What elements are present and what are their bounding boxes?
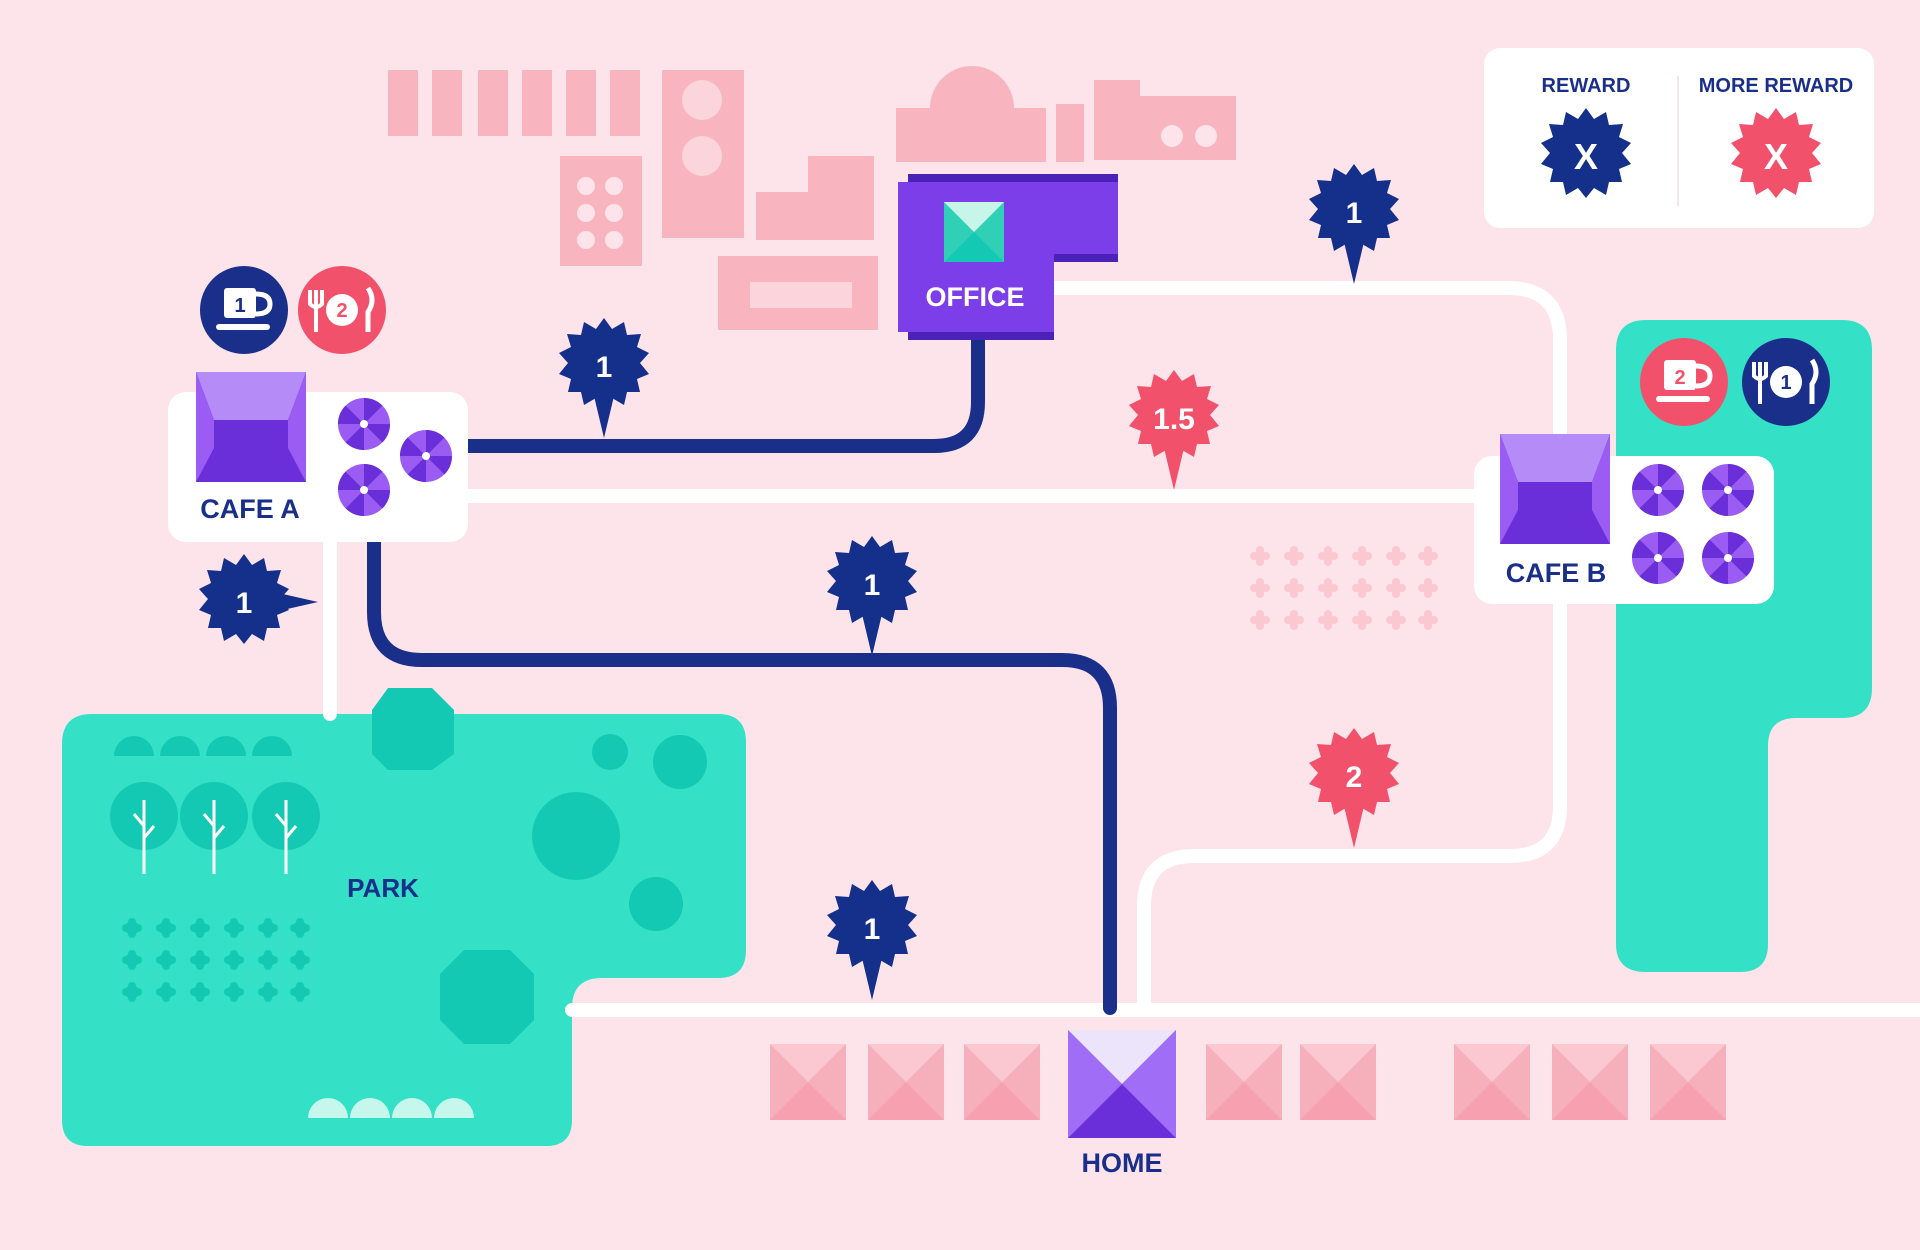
plate-cutlery-icon [308,286,375,332]
legend-more-reward-badge: X [1731,108,1821,198]
cafe-a: CAFE A [168,372,468,542]
city-blocks [388,66,1236,330]
marker-park-to-home: 1 [827,880,917,1000]
cafe-a-label: CAFE A [200,494,300,524]
cafe-b-coffee-count: 2 [1674,367,1685,389]
home-label: HOME [1082,1148,1163,1178]
legend-more-reward-label: MORE REWARD [1699,75,1853,97]
svg-text:2: 2 [1346,761,1363,794]
cafe-a-coffee-count: 1 [234,295,245,317]
office-building: OFFICE [898,174,1118,340]
svg-text:1.5: 1.5 [1153,403,1195,436]
cafe-a-coffee-badge: 1 [200,266,288,354]
svg-text:X: X [1764,136,1788,177]
svg-text:1: 1 [596,351,613,384]
home-building: HOME [1068,1030,1176,1178]
marker-cafe-a-to-office: 1 [559,318,649,438]
marker-office-to-cafe-b: 1 [1309,164,1399,284]
roads-taken [367,327,1117,1015]
svg-text:1: 1 [864,913,881,946]
marker-cafe-a-to-home: 1 [827,536,917,656]
cafe-a-food-count: 2 [336,300,347,322]
green-area-right [1616,320,1872,972]
houses-row [770,1044,1726,1120]
roads-untaken [323,281,1920,1017]
svg-text:X: X [1574,136,1598,177]
park-label: PARK [347,873,419,903]
plate-cutlery-icon [1752,358,1819,404]
flower-grid [1250,546,1438,630]
cafe-b-coffee-badge: 2 [1640,338,1728,426]
cafe-a-food-badge: 2 [298,266,386,354]
cafe-b: CAFE B [1474,434,1774,604]
legend: REWARD MORE REWARD X X [1484,48,1874,228]
svg-text:1: 1 [1346,197,1363,230]
marker-cafe-b-to-home: 2 [1309,728,1399,848]
cafe-b-food-badge: 1 [1742,338,1830,426]
cafe-b-food-count: 1 [1780,372,1791,394]
coffee-cup-icon [216,288,273,330]
cafe-b-label: CAFE B [1506,558,1607,588]
svg-text:1: 1 [864,569,881,602]
park-area: PARK [62,688,746,1146]
legend-reward-label: REWARD [1542,75,1631,97]
marker-cafe-a-to-park: 1 [199,554,318,644]
legend-reward-badge: X [1541,108,1631,198]
svg-text:1: 1 [236,587,253,620]
marker-cafe-a-to-cafe-b: 1.5 [1129,370,1219,490]
office-label: OFFICE [926,282,1025,312]
coffee-cup-icon [1656,360,1713,402]
